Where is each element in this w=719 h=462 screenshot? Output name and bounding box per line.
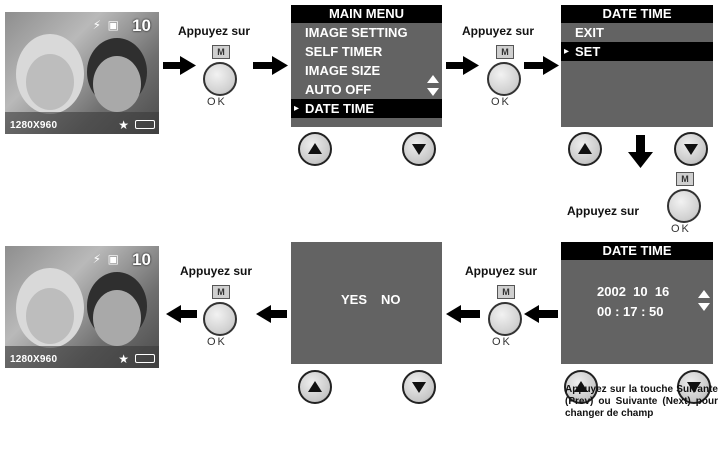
arrow-left-icon <box>166 305 197 323</box>
camera-icon: ▣ <box>107 252 119 266</box>
date-time-menu-title: DATE TIME <box>561 5 713 23</box>
time-value[interactable]: 00 : 17 : 50 <box>597 304 664 319</box>
menu-item-image-setting[interactable]: IMAGE SETTING <box>305 25 408 40</box>
arrow-left-icon <box>256 305 287 323</box>
star-icon: ★ <box>118 118 129 132</box>
down-triangle-icon <box>684 144 698 155</box>
press-label-4: Appuyez sur <box>180 264 253 278</box>
down-triangle-icon <box>412 382 426 393</box>
ok-label-2: OK <box>491 96 511 108</box>
m-key-3[interactable]: M <box>676 172 694 186</box>
preview-screen-bottom: ⚡ ▣ 10 1280X960 ★ <box>5 246 159 368</box>
m-key-4[interactable]: M <box>212 285 230 299</box>
prev-button-2[interactable] <box>568 132 602 166</box>
m-key-2[interactable]: M <box>496 45 514 59</box>
arrow-left-icon <box>524 305 558 323</box>
arrow-right-icon <box>253 56 288 75</box>
star-icon: ★ <box>118 352 129 366</box>
scroll-updown-icon <box>698 290 710 311</box>
press-label-5: Appuyez sur <box>465 264 538 278</box>
confirm-screen: YES NO <box>291 242 442 364</box>
next-button-1[interactable] <box>402 132 436 166</box>
main-menu-screen: MAIN MENU IMAGE SETTING SELF TIMER IMAGE… <box>291 5 442 127</box>
children-photo <box>5 268 159 368</box>
resolution-label: 1280X960 <box>10 120 58 131</box>
arrow-right-icon <box>446 56 479 75</box>
ok-label-4: OK <box>207 336 227 348</box>
prev-button-3[interactable] <box>298 370 332 404</box>
prev-button-4[interactable] <box>564 370 598 404</box>
next-button-3[interactable] <box>402 370 436 404</box>
m-key-5[interactable]: M <box>497 285 515 299</box>
battery-icon <box>135 354 155 363</box>
battery-icon <box>135 120 155 129</box>
down-triangle-icon <box>687 382 701 393</box>
press-label-1: Appuyez sur <box>178 24 251 38</box>
children-photo <box>5 34 159 134</box>
press-label-2: Appuyez sur <box>462 24 535 38</box>
main-menu-title: MAIN MENU <box>291 5 442 23</box>
shot-count: 10 <box>132 250 151 269</box>
date-value[interactable]: 2002 10 16 <box>597 284 670 299</box>
arrow-right-icon <box>524 56 559 75</box>
date-time-set-title: DATE TIME <box>561 242 713 260</box>
up-triangle-icon <box>308 143 322 154</box>
up-triangle-icon <box>308 381 322 392</box>
camera-icon: ▣ <box>107 18 119 32</box>
no-option[interactable]: NO <box>381 292 401 307</box>
arrow-right-icon <box>163 56 196 75</box>
up-triangle-icon <box>578 143 592 154</box>
ok-label-3: OK <box>671 223 691 235</box>
menu-item-date-time[interactable]: DATE TIME <box>291 99 442 118</box>
date-time-set[interactable]: SET <box>561 42 713 61</box>
prev-button-1[interactable] <box>298 132 332 166</box>
press-label-3: Appuyez sur <box>567 204 640 218</box>
ok-button-4[interactable] <box>203 302 237 336</box>
preview-screen-top: ⚡ ▣ 10 1280X960 ★ <box>5 12 159 134</box>
ok-label-1: OK <box>207 96 227 108</box>
ok-label-5: OK <box>492 336 512 348</box>
menu-item-self-timer[interactable]: SELF TIMER <box>305 44 383 59</box>
scroll-updown-icon <box>427 75 439 96</box>
yes-option[interactable]: YES <box>341 292 368 307</box>
date-time-exit[interactable]: EXIT <box>575 25 604 40</box>
flash-icon: ⚡ <box>92 18 101 32</box>
menu-item-auto-off[interactable]: AUTO OFF <box>305 82 372 97</box>
down-triangle-icon <box>412 144 426 155</box>
up-triangle-icon <box>574 381 588 392</box>
next-button-4[interactable] <box>677 370 711 404</box>
date-time-menu-screen: DATE TIME EXIT SET <box>561 5 713 127</box>
flash-icon: ⚡ <box>92 252 101 266</box>
menu-item-image-size[interactable]: IMAGE SIZE <box>305 63 381 78</box>
ok-button-3[interactable] <box>667 189 701 223</box>
next-button-2[interactable] <box>674 132 708 166</box>
ok-button-5[interactable] <box>488 302 522 336</box>
arrow-left-icon <box>446 305 480 323</box>
instruction-note: Appuyez sur la touche Suivante (Prev) ou… <box>565 384 718 419</box>
date-time-set-screen: DATE TIME 2002 10 16 00 : 17 : 50 <box>561 242 713 364</box>
arrow-down-icon <box>628 135 653 168</box>
m-key-1[interactable]: M <box>212 45 230 59</box>
ok-button-1[interactable] <box>203 62 237 96</box>
resolution-label: 1280X960 <box>10 354 58 365</box>
ok-button-2[interactable] <box>487 62 521 96</box>
shot-count: 10 <box>132 16 151 35</box>
